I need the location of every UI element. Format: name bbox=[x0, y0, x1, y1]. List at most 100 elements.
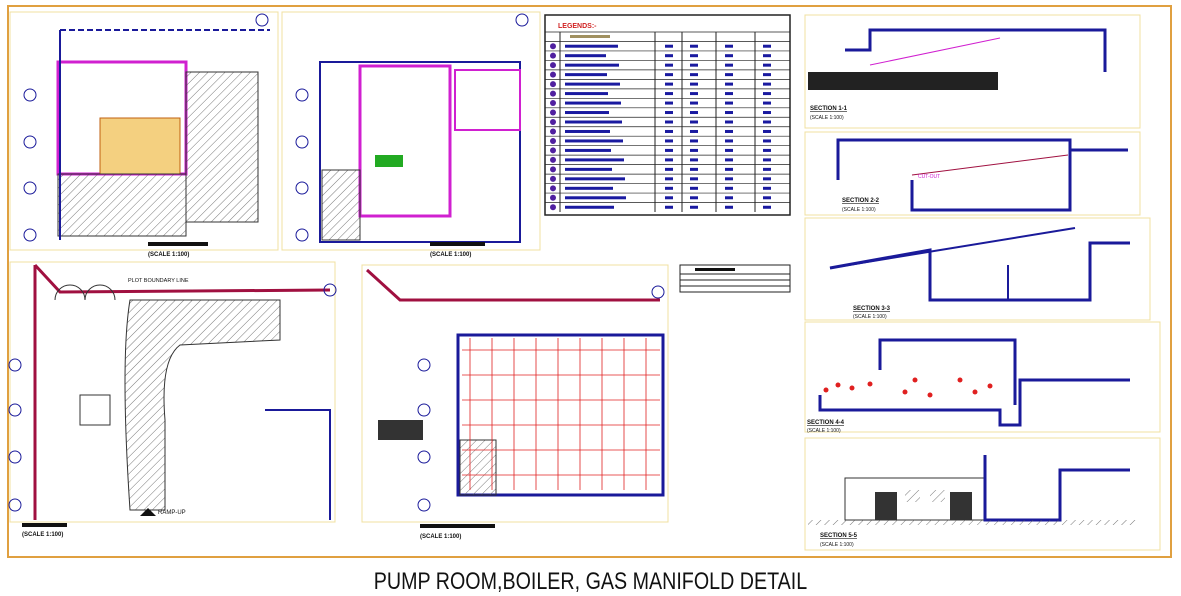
plan-3-panel: PLOT BOUNDARY LINE RAMP-UP (SCALE 1:100) bbox=[8, 261, 337, 538]
legend-description bbox=[565, 186, 613, 190]
legend-symbol-icon bbox=[550, 204, 556, 211]
legend-value bbox=[690, 196, 698, 200]
legend-value bbox=[690, 82, 698, 86]
legend-value bbox=[690, 54, 698, 58]
legend-value bbox=[690, 111, 698, 115]
legend-description bbox=[565, 54, 606, 58]
valve-icon bbox=[849, 385, 855, 391]
legend-symbol-icon bbox=[550, 119, 556, 125]
legend-header-cell bbox=[570, 35, 610, 38]
legend-symbol-icon bbox=[550, 185, 556, 192]
legend-value bbox=[665, 120, 673, 124]
legend-value bbox=[725, 120, 733, 124]
legend-value bbox=[725, 92, 733, 96]
legend-value bbox=[690, 73, 698, 77]
legend-symbol-icon bbox=[550, 43, 556, 50]
legend-value bbox=[665, 73, 673, 77]
legend-value bbox=[665, 196, 673, 200]
legend-value bbox=[725, 82, 733, 86]
section-2-title: SECTION 2-2 bbox=[842, 198, 880, 204]
legend-value bbox=[763, 129, 771, 133]
ramp-up-label: RAMP-UP bbox=[158, 510, 186, 516]
legend-description bbox=[565, 177, 625, 181]
legend-value bbox=[725, 177, 733, 181]
legend-value bbox=[725, 205, 733, 209]
legend-value bbox=[725, 167, 733, 171]
legend-value bbox=[690, 177, 698, 181]
legend-value bbox=[665, 44, 673, 48]
legend-value bbox=[725, 111, 733, 115]
legend-description bbox=[565, 129, 610, 133]
legend-value bbox=[725, 186, 733, 190]
section-3-title: SECTION 3-3 bbox=[853, 306, 891, 312]
valve-icon bbox=[867, 381, 873, 387]
legend-symbol-icon bbox=[550, 52, 556, 59]
legend-value bbox=[690, 158, 698, 162]
legend-symbol-icon bbox=[550, 147, 556, 154]
legend-description bbox=[565, 63, 619, 67]
legend-description bbox=[565, 205, 614, 209]
section-5-scale: (SCALE 1:100) bbox=[820, 542, 854, 548]
legend-value bbox=[763, 158, 771, 162]
legend-symbol-icon bbox=[550, 166, 556, 173]
legend-value bbox=[763, 101, 771, 105]
legend-value bbox=[725, 139, 733, 143]
legend-value bbox=[690, 167, 698, 171]
legend-value bbox=[665, 177, 673, 181]
sheet-border bbox=[7, 5, 1172, 558]
legend-value bbox=[665, 148, 673, 152]
legend-value bbox=[690, 44, 698, 48]
legend-symbol-icon bbox=[550, 62, 556, 69]
section-5-title: SECTION 5-5 bbox=[820, 533, 858, 539]
legend-value bbox=[690, 92, 698, 96]
legend-value bbox=[665, 139, 673, 143]
valve-icon bbox=[902, 389, 908, 395]
legend-value bbox=[763, 63, 771, 67]
legend-value bbox=[690, 205, 698, 209]
plan-4-scale: (SCALE 1:100) bbox=[420, 534, 461, 540]
section-4-title: SECTION 4-4 bbox=[807, 420, 845, 426]
small-schedule-table bbox=[679, 264, 791, 293]
cut-out-label: CUT-OUT bbox=[918, 174, 940, 180]
legend-value bbox=[725, 63, 733, 67]
legend-table: LEGENDS:- bbox=[544, 14, 791, 216]
legend-value bbox=[763, 73, 771, 77]
legend-value bbox=[665, 167, 673, 171]
legend-symbol-icon bbox=[550, 90, 556, 97]
legend-value bbox=[690, 120, 698, 124]
plan-2-scale: (SCALE 1:100) bbox=[430, 252, 471, 258]
legend-value bbox=[763, 54, 771, 58]
legend-value bbox=[763, 82, 771, 86]
legend-value bbox=[690, 148, 698, 152]
legend-symbol-icon bbox=[550, 100, 556, 107]
legend-value bbox=[763, 205, 771, 209]
legend-value bbox=[690, 101, 698, 105]
valve-icon bbox=[927, 392, 933, 398]
legend-description bbox=[565, 120, 622, 124]
legend-value bbox=[665, 205, 673, 209]
legend-symbol-icon bbox=[550, 81, 556, 88]
legend-description bbox=[565, 167, 612, 171]
valve-icon bbox=[835, 382, 841, 388]
legend-description bbox=[565, 92, 608, 96]
valve-icon bbox=[972, 389, 978, 395]
legend-value bbox=[665, 158, 673, 162]
plot-boundary-label: PLOT BOUNDARY LINE bbox=[128, 278, 189, 284]
section-1-scale: (SCALE 1:100) bbox=[810, 115, 844, 121]
drawing-title: PUMP ROOM,BOILER, GAS MANIFOLD DETAIL bbox=[373, 568, 808, 595]
legend-description bbox=[565, 139, 623, 143]
legend-description bbox=[565, 101, 621, 105]
legend-description bbox=[565, 44, 618, 48]
legend-value bbox=[665, 92, 673, 96]
section-3-3: SECTION 3-3 (SCALE 1:100) bbox=[804, 217, 1151, 321]
legend-value bbox=[690, 186, 698, 190]
legend-description bbox=[565, 196, 626, 200]
legend-value bbox=[725, 148, 733, 152]
legend-value bbox=[690, 129, 698, 133]
legend-value bbox=[725, 158, 733, 162]
legend-value bbox=[690, 63, 698, 67]
legend-value bbox=[665, 129, 673, 133]
legend-value bbox=[763, 139, 771, 143]
plan-4-panel: (SCALE 1:100) bbox=[361, 264, 669, 540]
